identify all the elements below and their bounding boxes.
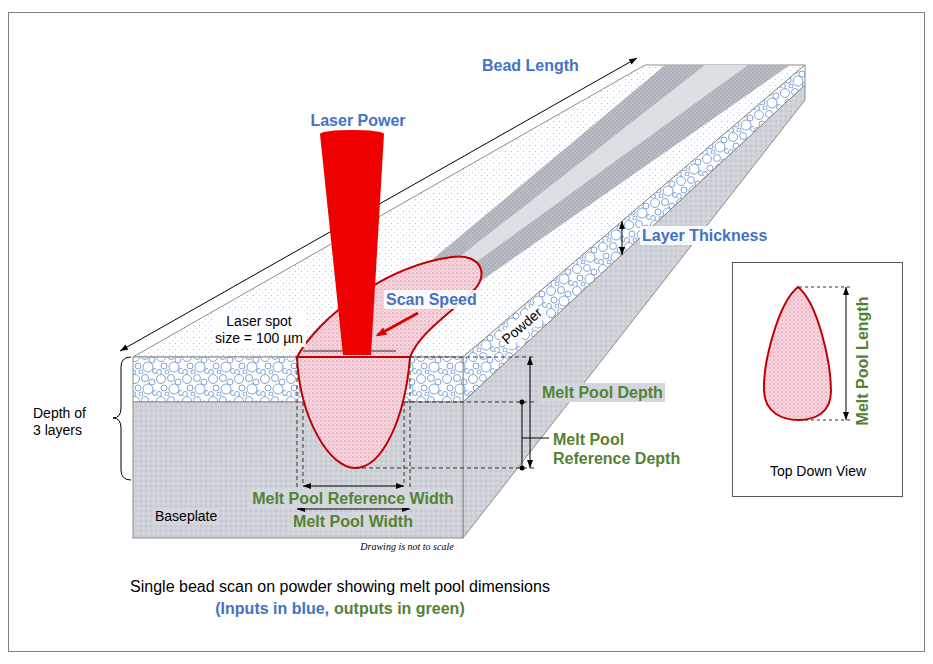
input-label: Laser Power — [310, 111, 405, 130]
guide-line — [404, 402, 535, 403]
guide-line — [303, 402, 304, 486]
layer-thickness-arrow — [622, 221, 623, 255]
width-arrow — [297, 509, 410, 510]
dimension-guides — [297, 357, 535, 509]
laser-beam — [320, 134, 384, 355]
layer-bracket — [113, 357, 131, 480]
guide-line — [355, 468, 535, 469]
guide-line — [410, 357, 535, 358]
caption-line: (Inputs in blue, outputs in green) — [215, 599, 464, 618]
output-label: Melt Pool Length — [853, 297, 872, 426]
melt-pool-top-view — [764, 287, 831, 420]
depth-arrow — [530, 357, 531, 468]
caption-punctuation: , — [325, 600, 329, 617]
scan-direction-arrow — [378, 313, 418, 335]
input-label: Layer Thickness — [640, 226, 769, 245]
legend-note: Inputs in blue — [221, 600, 325, 617]
view-title: Top Down View — [770, 463, 866, 480]
guide-line — [297, 357, 298, 509]
guide-line — [404, 402, 405, 486]
output-label: Melt Pool Reference Width — [250, 489, 456, 508]
scale-note: Drawing is not to scale — [360, 541, 453, 553]
figure-frame — [9, 13, 925, 652]
length-arrow — [846, 287, 847, 420]
part-label: Baseplate — [153, 508, 219, 525]
laser-beam-top — [320, 130, 384, 138]
output-label: Melt Pool Width — [291, 512, 415, 531]
leader-line — [522, 438, 549, 439]
input-label: Bead Length — [482, 56, 579, 75]
melt-pool-section — [297, 357, 410, 468]
melt-pool-tail — [297, 257, 482, 357]
guide-line — [799, 420, 853, 421]
output-label: Melt Pool Depth — [540, 383, 665, 402]
caption-punctuation: ) — [459, 600, 464, 617]
reference-depth-line — [522, 402, 523, 468]
output-label: Melt Pool Reference Depth — [553, 430, 693, 468]
dimension-dot — [520, 466, 525, 471]
input-label: Scan Speed — [384, 290, 479, 309]
inset-box: Melt Pool LengthTop Down View — [732, 262, 903, 497]
spot-size-note: Laser spot size = 100 µm — [212, 313, 306, 347]
baseplate-front — [133, 402, 463, 538]
figure-caption: Single bead scan on powder showing melt … — [130, 577, 550, 596]
legend-note: outputs in green — [334, 600, 459, 617]
bracket-label: Depth of 3 layers — [33, 405, 91, 439]
dimension-dot — [520, 400, 525, 405]
reference-width-arrow — [303, 486, 404, 487]
guide-line — [410, 357, 411, 509]
guide-line — [799, 287, 853, 288]
top-view-drawing — [733, 263, 904, 498]
caption-punctuation: ( — [215, 600, 220, 617]
